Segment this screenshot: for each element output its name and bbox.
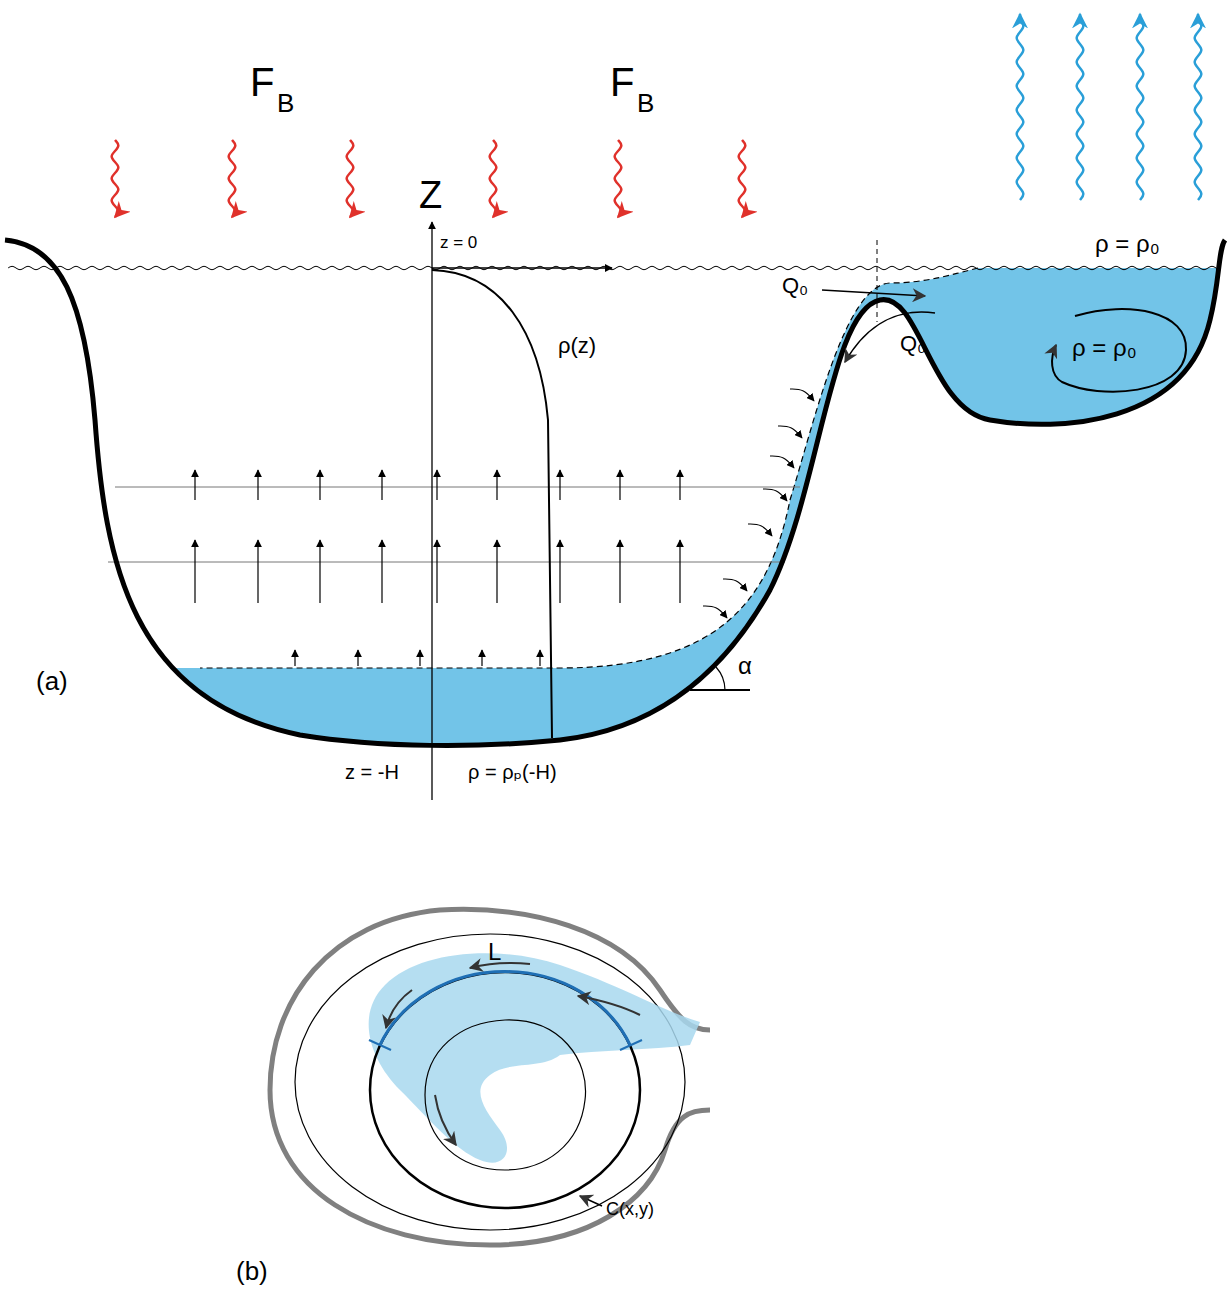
interface-line [200,268,978,668]
basin-outline [270,909,710,1245]
upwelling-arrow [679,470,680,500]
path-tick [620,1040,642,1050]
recirculation-loop [1052,309,1186,392]
upwelling-arrow [436,540,437,603]
entrainment-arrow [703,606,727,618]
panel-label: (b) [236,1258,268,1284]
upwelling-arrow [257,470,258,500]
upwelling-arrow [539,650,540,666]
upwelling-arrow [319,540,320,603]
heat-flux-arrow [347,140,354,217]
cooling-arrow [1195,14,1202,200]
flux-symbol: F [250,62,274,102]
axis-label: Z [419,176,442,214]
level-line [115,487,800,488]
cooling-arrow [1017,14,1024,200]
upwelling-arrow [257,540,258,603]
density-label: ρ = ρ₀ [1095,232,1160,256]
flow-arrow [578,996,640,1015]
density-profile [432,270,552,738]
entrainment-arrow [748,524,772,536]
entrainment-arrow [763,489,787,501]
cooling-arrow [1077,14,1084,200]
panel-label: (a) [36,668,68,694]
outflow-arrow [845,312,935,362]
upwelling-arrow [481,650,482,666]
entrainment-arrow [770,456,794,468]
sill-line [877,240,878,322]
upwelling-arrow [679,540,680,603]
entrainment-arrow [723,579,747,591]
arrow-field [8,14,1220,666]
profile-label: ρ(z) [558,335,596,357]
cooling-arrow [1137,14,1144,200]
angle-label: α [738,654,752,678]
entrainment-arrow [790,389,814,401]
upwelling-arrow [194,540,195,603]
inner-contour [425,1020,586,1170]
density-label: ρ = ρ₀ [1072,336,1137,360]
flow-arrow [386,990,412,1028]
upwelling-arrow [194,470,195,500]
heat-flux-arrow [229,140,236,217]
flux-subscript: B [277,90,294,116]
upwelling-arrow [419,650,420,666]
transport-label: Q₀ [900,333,926,355]
contour-label: C(x,y) [606,1200,654,1218]
surface-label: z = 0 [440,234,477,251]
heat-flux-arrow [490,140,497,217]
angle-line [690,689,750,691]
heat-flux-arrow [739,140,746,217]
flux-subscript: B [637,90,654,116]
plume-tongue [369,953,700,1162]
inflow-arrow [822,290,925,296]
upwelling-arrow [559,540,560,603]
upwelling-arrow [319,470,320,500]
basin-bottom [5,240,1225,745]
z-axis [431,222,432,800]
path-l [380,972,630,1045]
path-label: L [488,940,501,964]
upwelling-arrow [357,650,358,666]
heat-flux-arrow [112,140,119,217]
upwelling-arrow [559,470,560,500]
upwelling-arrow [381,470,382,500]
upwelling-arrow [619,540,620,603]
water-surface [8,266,1220,270]
dense-water [150,268,1225,800]
angle-arc [716,667,725,690]
density-label: ρ = ρₚ(-H) [468,762,557,782]
upwelling-arrow [496,540,497,603]
flux-symbol: F [610,62,634,102]
transport-label: Q₀ [782,275,808,297]
contour-c [370,972,640,1208]
path-tick [369,1040,391,1050]
upwelling-arrow [436,470,437,500]
upwelling-arrow [294,650,295,666]
upwelling-arrow [381,540,382,603]
upwelling-arrow [496,470,497,500]
level-line [108,562,785,563]
heat-flux-arrow [615,140,622,217]
entrainment-arrow [778,426,802,438]
contour-pointer [580,1196,602,1206]
flow-arrow [435,1095,456,1145]
depth-label: z = -H [345,762,399,782]
upwelling-arrow [619,470,620,500]
